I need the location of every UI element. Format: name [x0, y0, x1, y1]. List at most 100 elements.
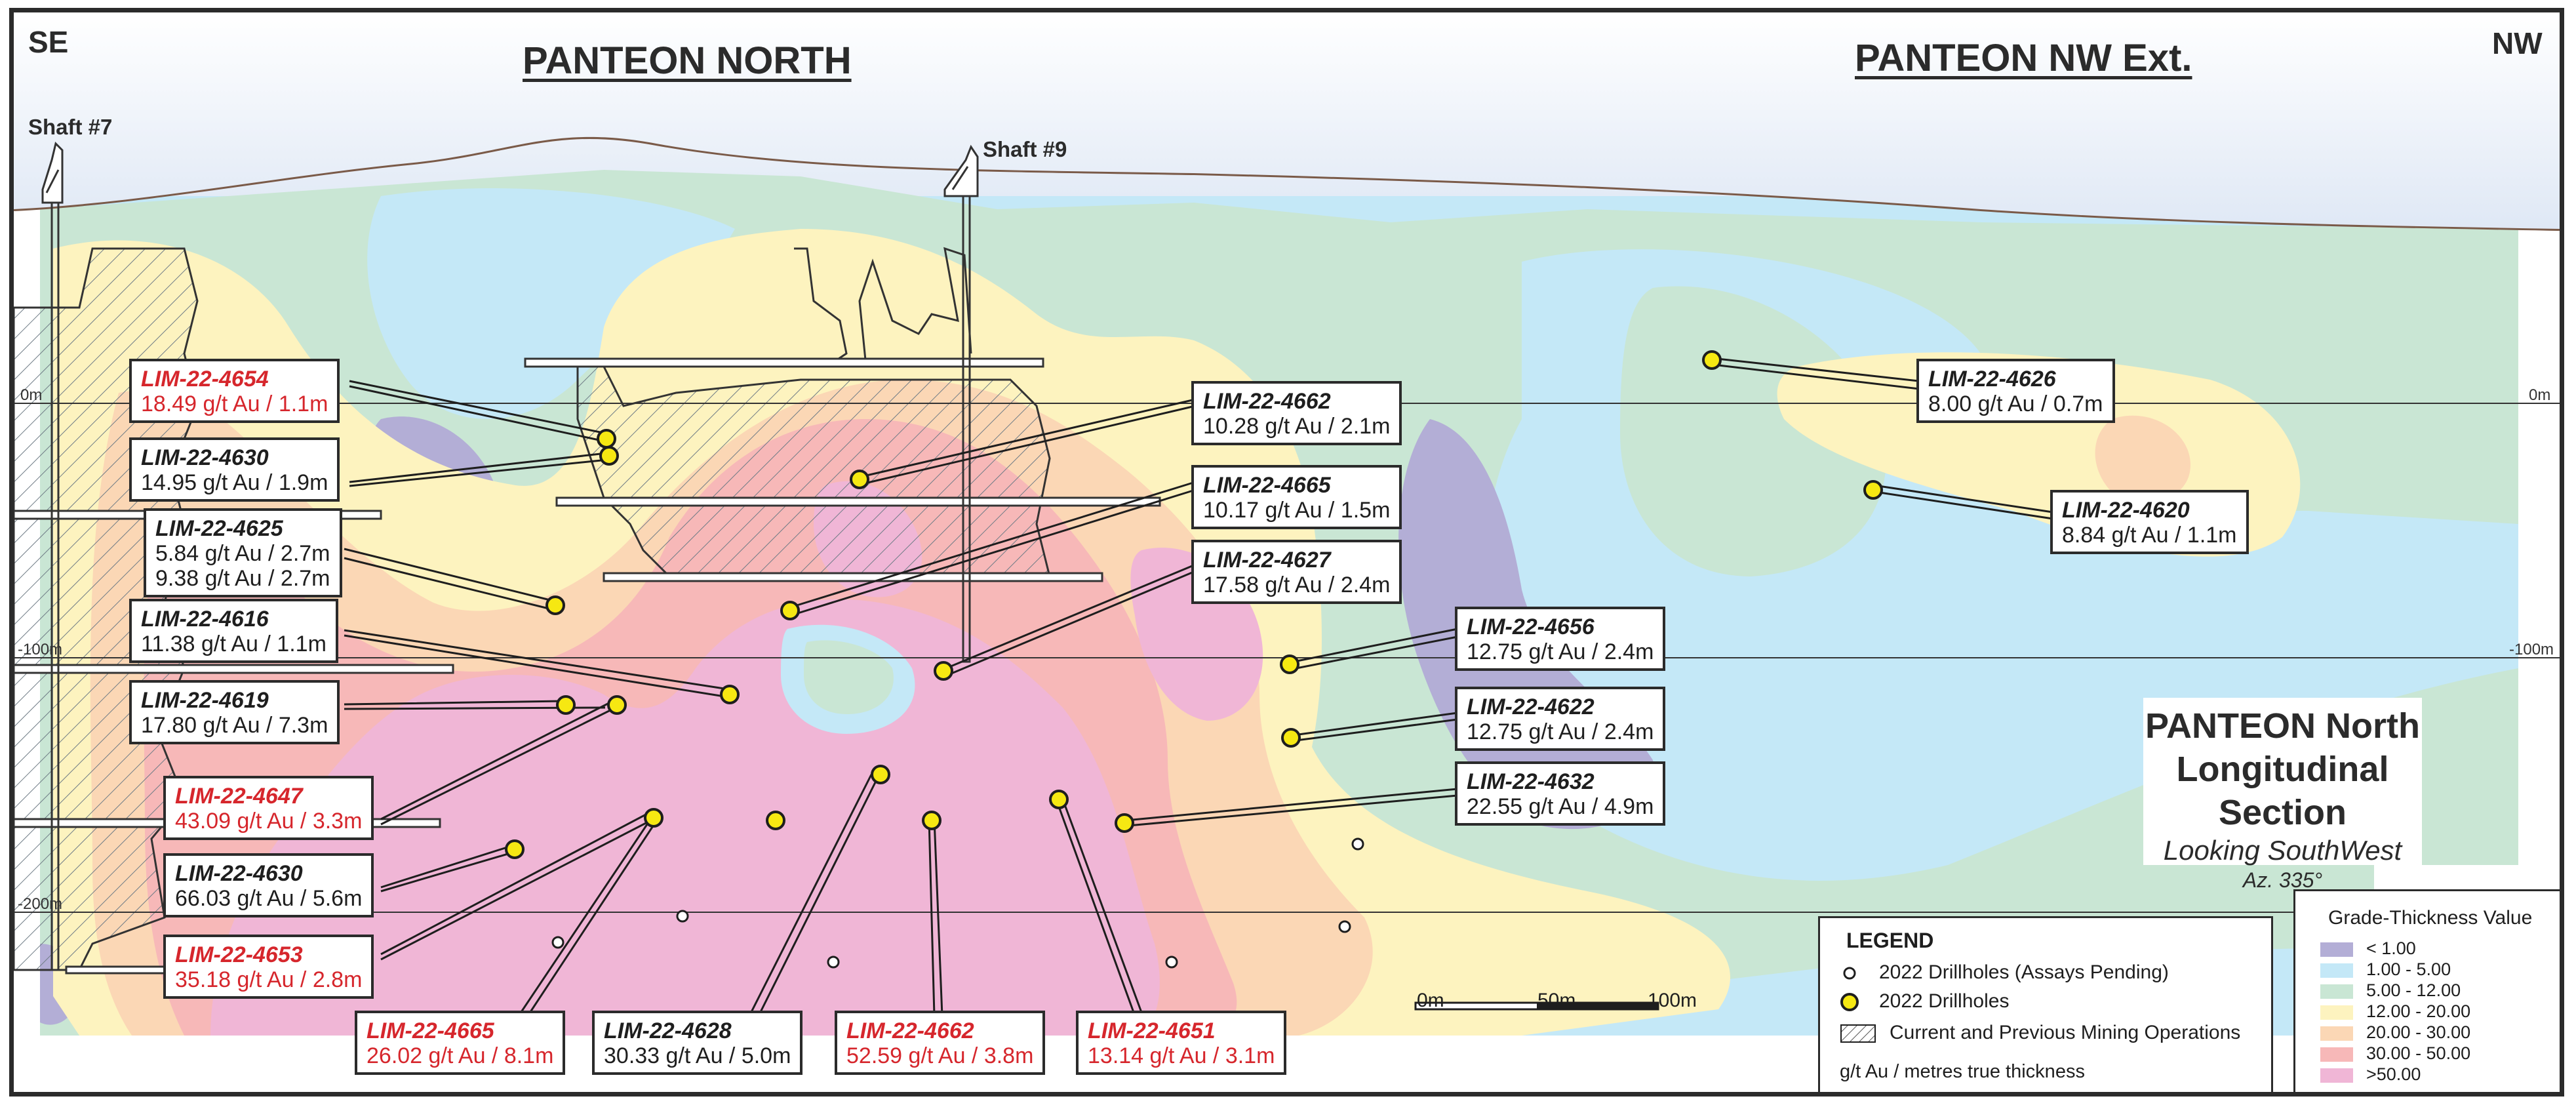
- elevation-label-left-minus100m: -100m: [18, 641, 63, 658]
- drillhole-label-lim-22-4616: LIM-22-4616 11.38 g/t Au / 1.1m: [129, 599, 338, 663]
- grade-legend-title: Grade-Thickness Value: [2328, 907, 2533, 929]
- drillhole-label-lim-22-4653: LIM-22-4653 35.18 g/t Au / 2.8m: [163, 935, 374, 999]
- drillhole-dot: [780, 601, 800, 620]
- grade-class-label: >50.00: [2366, 1064, 2421, 1084]
- pending-drillhole-dot: [551, 936, 565, 949]
- legend-label: Current and Previous Mining Operations: [1890, 1022, 2241, 1043]
- drillhole-id: LIM-22-4630: [175, 861, 303, 886]
- drillhole-label-lim-22-4628: LIM-22-4628 30.33 g/t Au / 5.0m: [592, 1011, 803, 1075]
- grade-class-row: 5.00 - 12.00: [2320, 980, 2461, 1000]
- section-subtitle: Longitudinal Section: [2176, 750, 2389, 832]
- drillhole-id: LIM-22-4627: [1203, 548, 1331, 573]
- drillhole-dot: [720, 685, 740, 704]
- drillhole-label-lim-22-4627: LIM-22-4627 17.58 g/t Au / 2.4m: [1191, 540, 1402, 604]
- zone-title-panteon-nw-ext: PANTEON NW Ext.: [1855, 37, 2192, 79]
- drillhole-id: LIM-22-4662: [1203, 389, 1331, 414]
- azimuth: Az. 335°: [2242, 868, 2323, 892]
- mining-operations-central: [576, 365, 1051, 578]
- drillhole-id: LIM-22-4630: [141, 445, 269, 470]
- drillhole-result: 26.02 g/t Au / 8.1m: [367, 1043, 554, 1068]
- drillhole-dot: [850, 470, 869, 489]
- drillhole-id: LIM-22-4619: [141, 688, 269, 713]
- drillhole-result: 8.00 g/t Au / 0.7m: [1928, 392, 2103, 416]
- drillhole-id: LIM-22-4625: [155, 516, 283, 541]
- legend-label: 2022 Drillholes: [1879, 990, 2010, 1012]
- grade-swatch: [2320, 1026, 2353, 1041]
- section-title: PANTEON North: [2145, 706, 2420, 746]
- drift-left-2: [14, 664, 454, 674]
- drillhole-label-lim-22-4632: LIM-22-4632 22.55 g/t Au / 4.9m: [1455, 761, 1666, 826]
- grade-class-label: 5.00 - 12.00: [2366, 980, 2461, 1000]
- drillhole-label-lim-22-4662-b: LIM-22-4662 10.28 g/t Au / 2.1m: [1191, 381, 1402, 445]
- drillhole-result-2: 9.38 g/t Au / 2.7m: [155, 566, 330, 591]
- drillhole-id: LIM-22-4656: [1467, 614, 1595, 639]
- drillhole-result: 35.18 g/t Au / 2.8m: [175, 967, 363, 992]
- legend-label: 2022 Drillholes (Assays Pending): [1879, 961, 2169, 983]
- scale-label-50: 50m: [1537, 990, 1576, 1011]
- drillhole-result: 13.14 g/t Au / 3.1m: [1088, 1043, 1275, 1068]
- direction-nw: NW: [2492, 26, 2543, 60]
- drillhole-dot: [934, 661, 953, 681]
- scale-bar-graphic: [1414, 1001, 1659, 1011]
- drillhole-label-lim-22-4626: LIM-22-4626 8.00 g/t Au / 0.7m: [1916, 359, 2115, 423]
- drillhole-dot: [556, 695, 576, 715]
- drift-level-1: [524, 357, 1044, 368]
- grade-swatch: [2320, 984, 2353, 999]
- drillhole-id: LIM-22-4632: [1467, 769, 1595, 794]
- grade-class-label: < 1.00: [2366, 938, 2416, 958]
- scale-label-0: 0m: [1417, 990, 1444, 1011]
- drillhole-id: LIM-22-4665: [367, 1018, 494, 1043]
- drillholes-2022: [505, 350, 1883, 859]
- drillhole-result: 22.55 g/t Au / 4.9m: [1467, 794, 1654, 819]
- drillhole-id: LIM-22-4653: [175, 942, 303, 967]
- drillhole-result: 17.80 g/t Au / 7.3m: [141, 713, 328, 738]
- view-direction: Looking SouthWest: [2163, 835, 2402, 866]
- pending-drillhole-dot: [1338, 920, 1351, 933]
- grade-class-label: 30.00 - 50.00: [2366, 1043, 2471, 1063]
- drillhole-dot: [505, 839, 525, 859]
- section-title-block: PANTEON North Longitudinal Section Looki…: [2143, 698, 2422, 892]
- drillhole-label-lim-22-4619: LIM-22-4619 17.80 g/t Au / 7.3m: [129, 680, 340, 744]
- drillhole-result: 12.75 g/t Au / 2.4m: [1467, 639, 1654, 664]
- legend-box: LEGEND 2022 Drillholes (Assays Pending) …: [1818, 916, 2273, 1092]
- grade-class-row: 30.00 - 50.00: [2320, 1043, 2471, 1063]
- drillhole-result: 52.59 g/t Au / 3.8m: [846, 1043, 1034, 1068]
- drillhole-dot: [1702, 350, 1722, 370]
- drillhole-label-lim-22-4665-a: LIM-22-4665 26.02 g/t Au / 8.1m: [355, 1011, 566, 1075]
- drillhole-id: LIM-22-4647: [175, 784, 303, 809]
- grade-zone-blue-left: [367, 188, 735, 419]
- mining-stope-top: [794, 247, 972, 368]
- drillhole-label-lim-22-4620: LIM-22-4620 8.84 g/t Au / 1.1m: [2050, 490, 2249, 554]
- grade-thickness-legend: Grade-Thickness Value < 1.00 1.00 - 5.00…: [2293, 889, 2560, 1092]
- grade-zone-orange-2: [2095, 415, 2190, 503]
- grade-class-label: 20.00 - 30.00: [2366, 1022, 2471, 1042]
- drillhole-label-lim-22-4625: LIM-22-4625 5.84 g/t Au / 2.7m 9.38 g/t …: [144, 508, 342, 597]
- legend-item-drillholes: 2022 Drillholes: [1840, 990, 2009, 1013]
- grade-swatch: [2320, 963, 2353, 978]
- drillhole-dot: [599, 446, 619, 466]
- drillhole-result: 5.84 g/t Au / 2.7m: [155, 541, 330, 566]
- legend-footnote: g/t Au / metres true thickness: [1840, 1061, 2085, 1082]
- drillhole-dot: [1049, 790, 1069, 809]
- unmodelled-area-right: [2374, 229, 2551, 1092]
- drift-level-3: [603, 572, 1103, 582]
- pending-drillhole-dot: [676, 910, 689, 923]
- grade-class-label: 12.00 - 20.00: [2366, 1001, 2471, 1021]
- drillhole-id: LIM-22-4626: [1928, 367, 2056, 392]
- map-frame: SE NW PANTEON NORTH PANTEON NW Ext. Shaf…: [9, 8, 2564, 1097]
- drillhole-dot: [607, 695, 627, 715]
- legend-item-pending: 2022 Drillholes (Assays Pending): [1840, 961, 2169, 984]
- elevation-label-left-0m: 0m: [20, 386, 43, 404]
- drillhole-label-lim-22-4662-a: LIM-22-4662 52.59 g/t Au / 3.8m: [835, 1011, 1046, 1075]
- direction-se: SE: [28, 25, 69, 59]
- grade-class-row: >50.00: [2320, 1064, 2421, 1084]
- drillhole-dot: [766, 811, 785, 830]
- elevation-label-right-minus100m: -100m: [2509, 641, 2554, 658]
- grade-zone-green-core: [804, 640, 894, 714]
- drillhole-result: 14.95 g/t Au / 1.9m: [141, 470, 328, 495]
- grade-class-row: < 1.00: [2320, 938, 2416, 958]
- shaft-9-label: Shaft #9: [983, 137, 1067, 161]
- drillhole-dot: [1863, 480, 1883, 500]
- drillhole-id: LIM-22-4616: [141, 607, 269, 632]
- grade-class-row: 20.00 - 30.00: [2320, 1022, 2471, 1042]
